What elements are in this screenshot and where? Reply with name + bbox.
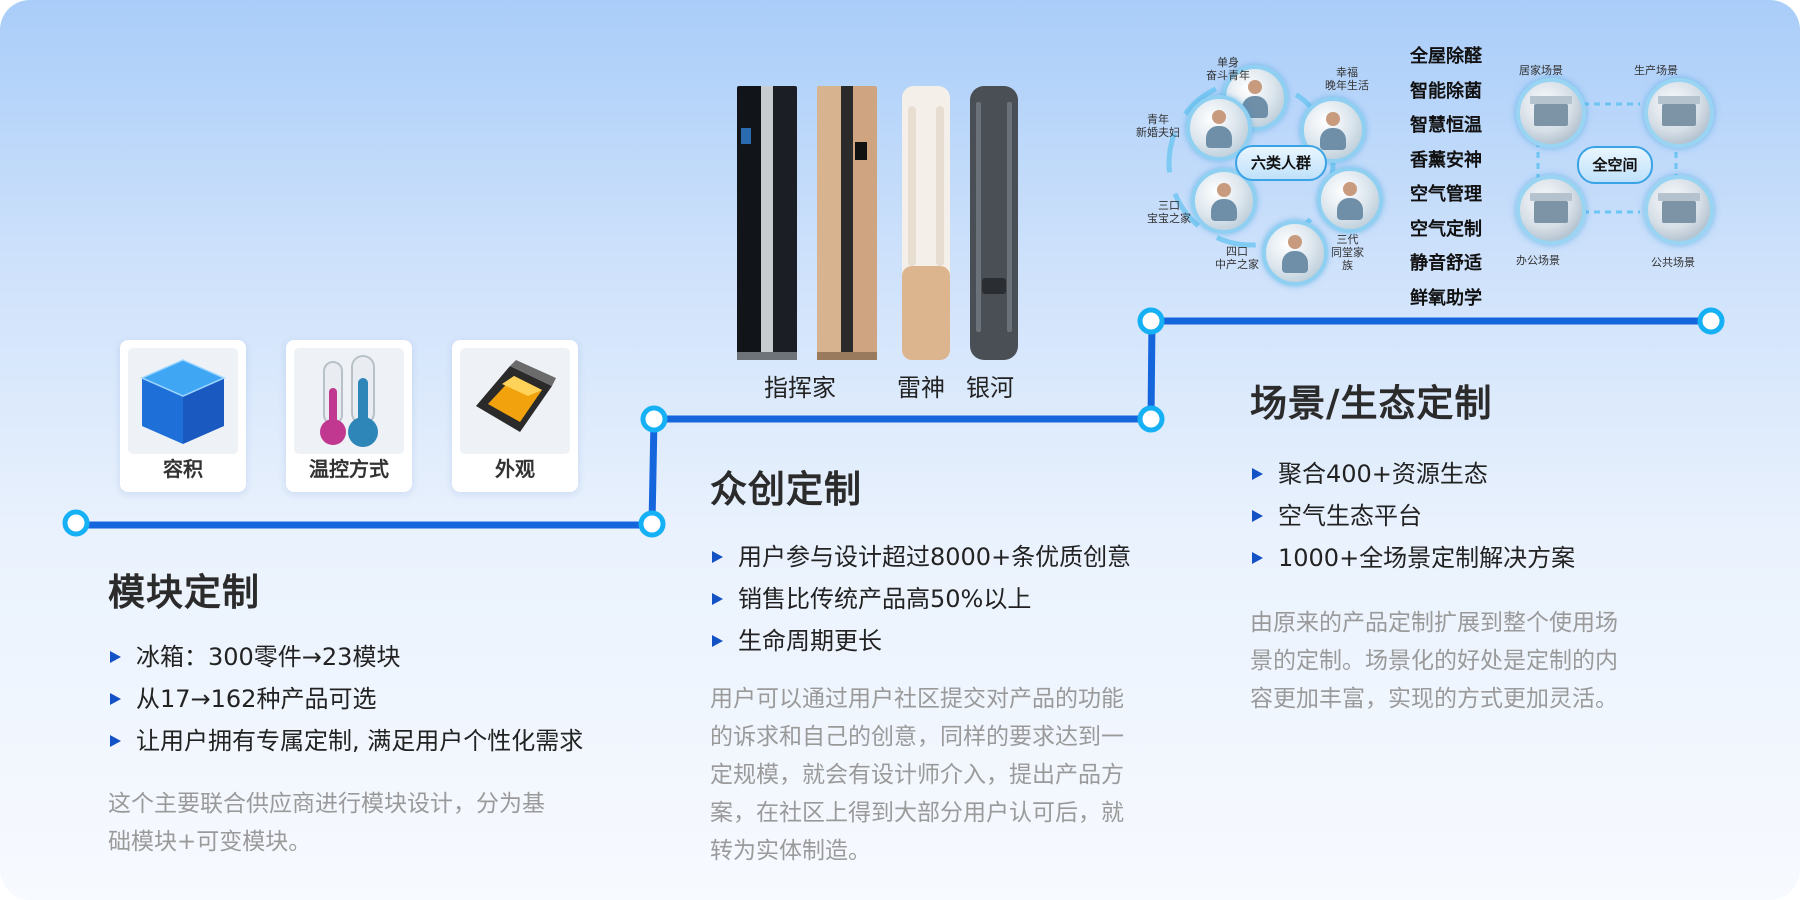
- bullet-marker-icon: [1252, 510, 1263, 522]
- person-three-generation-icon: [1317, 167, 1383, 233]
- appearance-label: 外观: [495, 457, 535, 481]
- list-item: 智慧恒温: [1410, 115, 1482, 136]
- bullet-marker-icon: [712, 635, 723, 647]
- scene-label-home: 居家场景: [1519, 64, 1563, 77]
- space-hub: 全空间: [1577, 146, 1653, 184]
- list-item: 生命周期更长: [710, 620, 1131, 662]
- crowd-description: 用户可以通过用户社区提交对产品的功能 的诉求和自己的创意，同样的要求达到一 定规…: [710, 686, 1124, 864]
- bullet-marker-icon: [110, 651, 121, 663]
- people-label-elderly: 幸福晚年生活: [1325, 66, 1369, 92]
- product-galaxy-ac: [970, 86, 1018, 360]
- capacity-label: 容积: [163, 457, 203, 481]
- blue-cube-icon: [128, 348, 238, 454]
- framed-cube-icon: [460, 348, 570, 454]
- thermometers-icon: [294, 348, 404, 454]
- bullet-marker-icon: [1252, 552, 1263, 564]
- people-label-three: 三口宝宝之家: [1147, 199, 1191, 225]
- product-gold-ac: [817, 86, 877, 360]
- bullet-marker-icon: [110, 735, 121, 747]
- product-thunder-ac: [902, 86, 950, 360]
- list-item: 空气定制: [1410, 218, 1482, 240]
- scene-label-production: 生产场景: [1634, 64, 1678, 77]
- public-scene-icon: [1644, 175, 1714, 245]
- list-item: 聚合400+资源生态: [1250, 453, 1575, 495]
- list-item: 1000+全场景定制解决方案: [1250, 537, 1575, 579]
- bullet-marker-icon: [712, 551, 723, 563]
- person-family-of-three-icon: [1191, 168, 1257, 234]
- product-label-galaxy: 银河: [966, 374, 1014, 402]
- list-item: 销售比传统产品高50%以上: [710, 578, 1131, 620]
- list-item: 香薰安神: [1410, 149, 1482, 171]
- appearance-card: 外观: [452, 340, 578, 492]
- track-node: [1137, 405, 1165, 433]
- people-diagram: 六类人群: [1125, 45, 1383, 286]
- temperature-control-label: 温控方式: [309, 457, 389, 481]
- track-node: [1697, 307, 1725, 335]
- track-node: [62, 509, 90, 537]
- scene-bullet-list: 聚合400+资源生态 空气生态平台 1000+全场景定制解决方案: [1250, 453, 1575, 579]
- section-title-module: 模块定制: [108, 571, 260, 614]
- office-scene-icon: [1516, 175, 1586, 245]
- section-title-crowd: 众创定制: [710, 468, 862, 511]
- scene-description: 由原来的产品定制扩展到整个使用场 景的定制。场景化的好处是定制的内 容更加丰富，…: [1250, 610, 1618, 712]
- module-bullet-list: 冰箱：300零件→23模块 从17→162种产品可选 让用户拥有专属定制, 满足…: [108, 636, 583, 762]
- module-description: 这个主要联合供应商进行模块设计，分为基 础模块+可变模块。: [108, 791, 545, 855]
- bullet-marker-icon: [712, 593, 723, 605]
- people-hub: 六类人群: [1235, 145, 1327, 181]
- product-commander-ac: [737, 86, 797, 360]
- person-family-of-four-icon: [1262, 220, 1328, 286]
- people-label-generations: 三代同堂家族: [1331, 233, 1364, 272]
- feature-list: 全屋除醛 智能除菌 智慧恒温 香薰安神 空气管理 空气定制 静音舒适 鲜氧助学: [1410, 40, 1482, 316]
- list-item: 静音舒适: [1410, 253, 1482, 274]
- track-node: [640, 405, 668, 433]
- list-item: 冰箱：300零件→23模块: [108, 636, 583, 678]
- crowd-bullet-list: 用户参与设计超过8000+条优质创意 销售比传统产品高50%以上 生命周期更长: [710, 536, 1131, 662]
- people-label-couple: 青年新婚夫妇: [1136, 113, 1180, 139]
- product-label-thunder: 雷神: [897, 374, 945, 402]
- production-scene-icon: [1644, 78, 1714, 148]
- capacity-card: 容积: [120, 340, 246, 492]
- list-item: 让用户拥有专属定制, 满足用户个性化需求: [108, 720, 583, 762]
- scene-label-office: 办公场景: [1516, 254, 1560, 267]
- person-single-young-icon: [1222, 65, 1288, 131]
- home-scene-icon: [1516, 78, 1586, 148]
- people-label-four: 四口中产之家: [1215, 245, 1259, 271]
- list-item: 空气管理: [1410, 184, 1482, 205]
- bullet-marker-icon: [1252, 468, 1263, 480]
- list-item: 空气生态平台: [1250, 495, 1575, 537]
- section-title-scene: 场景/生态定制: [1250, 382, 1493, 425]
- list-item: 全屋除醛: [1410, 46, 1482, 67]
- temperature-control-card: 温控方式: [286, 340, 412, 492]
- list-item: 鲜氧助学: [1410, 287, 1482, 309]
- track-node: [638, 510, 666, 538]
- list-item: 智能除菌: [1410, 80, 1482, 102]
- scene-label-public: 公共场景: [1651, 256, 1695, 269]
- people-label-single: 单身奋斗青年: [1206, 56, 1250, 82]
- bullet-marker-icon: [110, 693, 121, 705]
- track-line: [76, 317, 1712, 529]
- list-item: 从17→162种产品可选: [108, 678, 583, 720]
- list-item: 用户参与设计超过8000+条优质创意: [710, 536, 1131, 578]
- product-label-commander: 指挥家: [764, 374, 836, 402]
- track-node: [1137, 307, 1165, 335]
